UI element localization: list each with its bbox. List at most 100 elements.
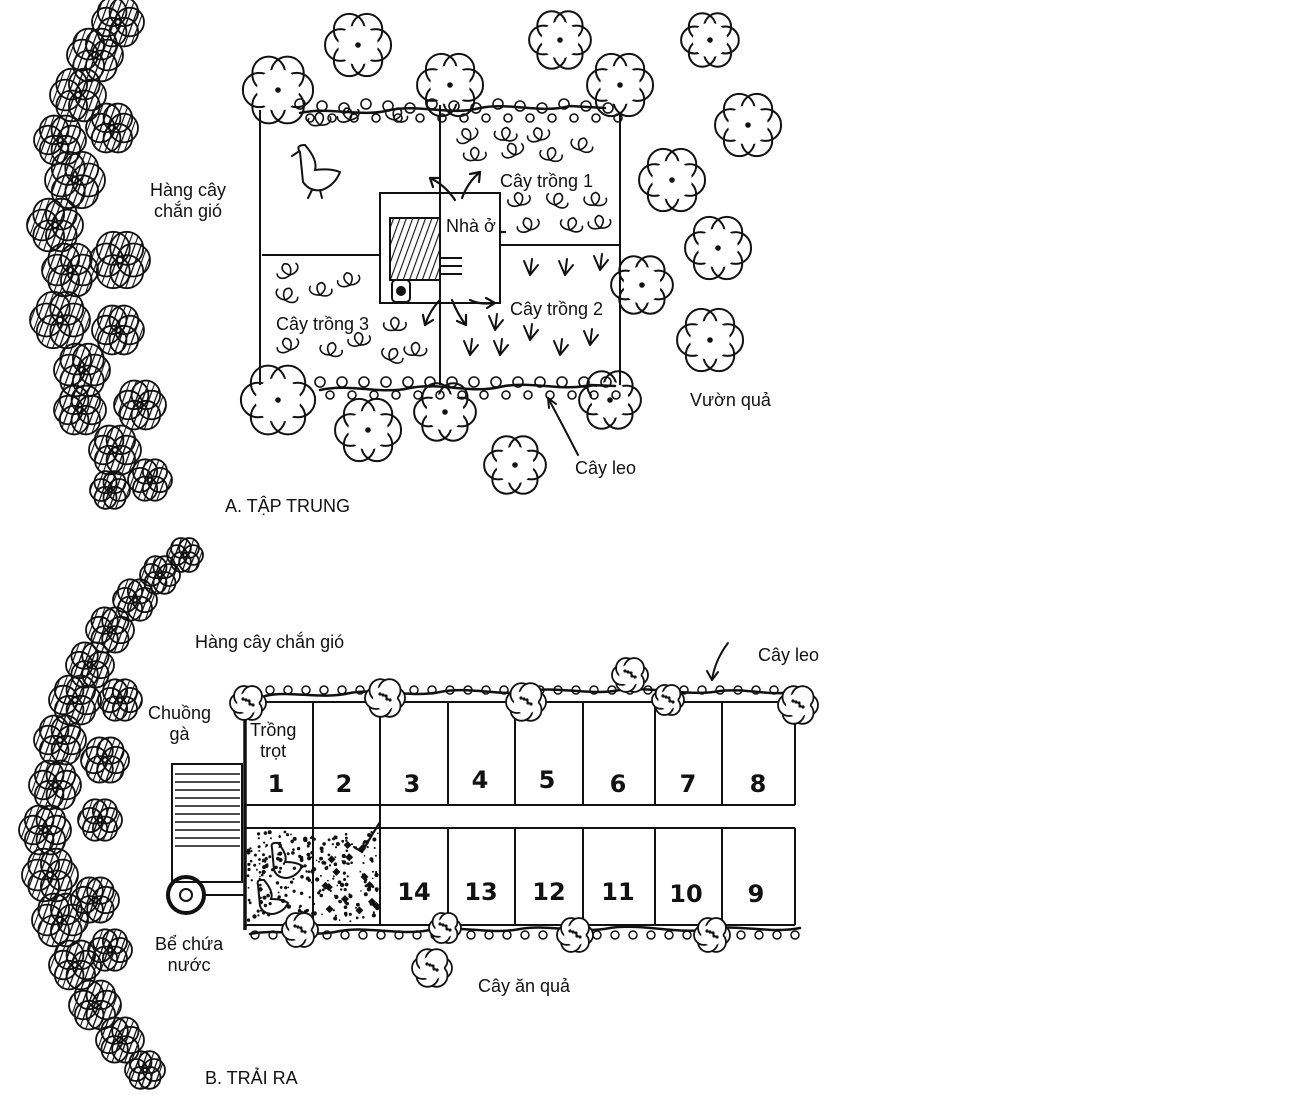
orchard-tree bbox=[528, 10, 592, 70]
stipple-dot bbox=[312, 902, 316, 906]
stipple-dot bbox=[253, 863, 257, 867]
stipple-dot bbox=[329, 889, 332, 893]
windbreak-tree bbox=[48, 674, 102, 726]
vine-leaf bbox=[492, 98, 504, 110]
plant bbox=[559, 217, 584, 233]
stipple-dot bbox=[258, 862, 261, 865]
vine-leaf bbox=[301, 685, 311, 695]
stipple-dot bbox=[327, 879, 329, 882]
vine-leaf bbox=[394, 930, 404, 940]
sprout bbox=[558, 258, 574, 276]
windbreak-tree bbox=[33, 714, 87, 766]
stipple-dot bbox=[300, 875, 304, 879]
stipple-dot bbox=[348, 912, 352, 916]
plant bbox=[456, 127, 479, 145]
vine-leaf bbox=[580, 100, 592, 112]
vine-leaf bbox=[283, 685, 293, 695]
windbreak-tree bbox=[113, 379, 167, 431]
stipple-dot bbox=[299, 858, 304, 862]
stipple-dot bbox=[334, 914, 338, 917]
fruit-bush bbox=[505, 682, 547, 722]
plant bbox=[319, 341, 344, 358]
vine-leaf bbox=[512, 376, 524, 388]
vine-leaf bbox=[523, 390, 533, 400]
vine-leaf bbox=[569, 113, 579, 123]
windbreak-tree bbox=[97, 678, 143, 722]
stipple-dot bbox=[343, 911, 348, 916]
fruit-bush bbox=[281, 912, 319, 948]
stipple-dot bbox=[319, 874, 322, 877]
vine-leaf bbox=[319, 685, 329, 695]
stipple-dot bbox=[319, 846, 324, 851]
vine-leaf bbox=[611, 390, 621, 400]
stipple-dot bbox=[344, 882, 349, 887]
stipple-dot bbox=[269, 874, 272, 878]
stipple-dot bbox=[334, 846, 338, 849]
tank-label: Bể chứa nước bbox=[155, 934, 223, 976]
stipple-dot bbox=[296, 846, 301, 851]
stipple-star bbox=[343, 841, 352, 849]
stipple-dot bbox=[363, 855, 366, 857]
windbreak-tree bbox=[88, 424, 142, 476]
windbreak-tree bbox=[124, 1050, 166, 1090]
climber-pointer-a bbox=[547, 397, 579, 456]
stipple-dot bbox=[333, 835, 338, 840]
vine-leaf bbox=[499, 685, 509, 695]
stipple-dot bbox=[277, 895, 281, 899]
vine-leaf bbox=[607, 685, 617, 695]
vine-leaf bbox=[340, 930, 350, 940]
stipple-dot bbox=[275, 881, 280, 885]
vine-leaf bbox=[322, 930, 332, 940]
stipple-dot bbox=[306, 844, 310, 848]
crop1-label: Cây trồng 1 bbox=[500, 171, 594, 191]
vine-leaf bbox=[514, 100, 526, 112]
stipple-dot bbox=[319, 893, 324, 898]
vine-leaf bbox=[481, 685, 491, 695]
vine-leaf bbox=[600, 376, 612, 388]
climber-row-b bbox=[248, 687, 802, 936]
stipple-dot bbox=[250, 849, 253, 853]
vine-leaf bbox=[571, 685, 581, 695]
windbreak-tree bbox=[91, 304, 145, 356]
vine-leaf bbox=[393, 113, 403, 123]
stipple-dot bbox=[366, 846, 369, 849]
stipple-dot bbox=[343, 888, 347, 892]
stipple-dot bbox=[373, 847, 376, 849]
vine-leaf bbox=[769, 685, 779, 695]
vine-leaf bbox=[470, 102, 482, 114]
vine-leaf bbox=[664, 930, 674, 940]
stipple-dot bbox=[261, 869, 266, 875]
vine-leaf bbox=[265, 685, 275, 695]
fruit-trees-label: Cây ăn quả bbox=[478, 976, 571, 996]
fruit-bush bbox=[364, 678, 406, 718]
stipple-dot bbox=[307, 856, 312, 861]
stipple-dot bbox=[276, 857, 280, 861]
stipple-dot bbox=[367, 833, 372, 837]
vine-leaf bbox=[250, 930, 260, 940]
plot-number: 7 bbox=[679, 770, 697, 798]
stipple-dot bbox=[348, 894, 353, 899]
plot-number: 12 bbox=[532, 878, 566, 906]
stipple-dot bbox=[268, 902, 272, 906]
climber-label-a: Cây leo bbox=[575, 458, 637, 478]
stipple-dot bbox=[337, 880, 342, 885]
stipple-dot bbox=[371, 877, 374, 880]
stipple-dot bbox=[256, 909, 260, 913]
vine-leaf bbox=[459, 113, 469, 123]
stipple-dot bbox=[336, 884, 339, 887]
vine-leaf bbox=[589, 685, 599, 695]
stipple-dot bbox=[345, 839, 348, 842]
stipple-dot bbox=[287, 886, 290, 889]
orchard-tree bbox=[610, 255, 674, 315]
stipple-star bbox=[372, 901, 381, 910]
windbreak-tree bbox=[26, 197, 84, 253]
stipple-star bbox=[345, 853, 354, 862]
plant bbox=[276, 262, 299, 280]
coop-label-line2: gà bbox=[169, 724, 190, 744]
stipple-dot bbox=[349, 920, 352, 923]
stipple-dot bbox=[263, 841, 266, 844]
stipple-star bbox=[325, 905, 334, 914]
stipple-dot bbox=[291, 851, 295, 855]
stipple-dot bbox=[259, 875, 261, 878]
windbreak-tree bbox=[85, 606, 135, 654]
